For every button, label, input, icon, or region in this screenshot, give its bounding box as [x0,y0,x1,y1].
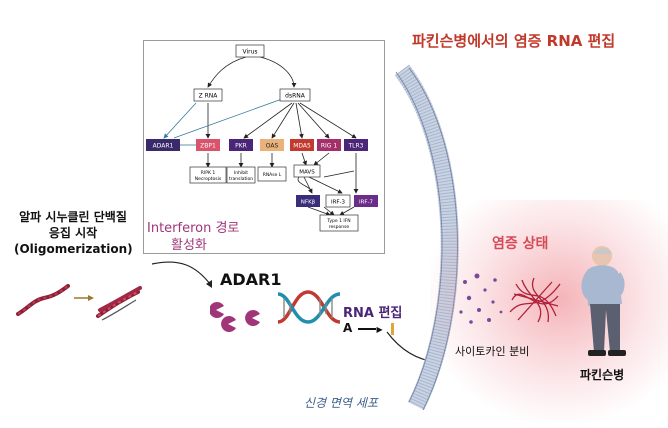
node-inhibit: Inhibit translation [226,166,256,184]
svg-text:translation: translation [229,176,253,182]
svg-text:MDA5: MDA5 [293,143,311,150]
node-virus: Virus [235,44,265,58]
adar1-label: ADAR1 [220,270,282,289]
node-adar1: ADAR1 [146,139,180,151]
inflammation-glow [430,200,668,420]
inflammation-state-label: 염증 상태 [492,236,549,252]
svg-text:Virus: Virus [242,49,257,56]
cytokine-dots [459,273,503,324]
adar1-enzymes [210,302,260,332]
svg-text:RIG 1: RIG 1 [321,143,337,150]
node-mavs: MAVS [293,164,321,178]
svg-text:Inhibit: Inhibit [234,170,248,176]
node-irf7: IRF-7 [354,195,378,207]
parkinson-disease-label: 파킨슨병 [580,368,625,382]
svg-text:PKR: PKR [235,143,247,150]
node-oas: OAS [260,139,284,151]
adenosine-label: A [343,321,353,335]
olig-line-3: (Oligomerization) [14,242,133,256]
svg-text:ADAR1: ADAR1 [153,143,174,150]
oligomerization-label: 알파 시누클린 단백질 응집 시작 (Oligomerization) [14,209,133,257]
rna-helix-icon [277,290,341,324]
parkinson-patient-figure [581,246,626,356]
svg-text:OAS: OAS [266,143,279,150]
enzyme-2 [221,316,236,332]
svg-text:IRF-7: IRF-7 [359,200,374,206]
node-tlr3: TLR3 [344,139,368,151]
neuro-immune-cell-label: 신경 면역 세포 [304,396,378,410]
interferon-pathway-panel: Virus Z RNA dsRNA ADAR1 ZBP1 PKR OAS MD [143,40,385,254]
node-rig1: RIG 1 [317,139,341,151]
interferon-activation-label: Interferon 경로 활성화 [147,220,239,254]
svg-text:RIPK 1: RIPK 1 [201,170,216,176]
node-mda5: MDA5 [290,139,314,151]
svg-text:response: response [329,224,350,230]
figure-title: 파킨슨병에서의 염증 RNA 편집 [412,32,616,50]
svg-text:IRF-3: IRF-3 [331,200,346,206]
svg-text:Type 1 IFN: Type 1 IFN [326,218,350,224]
svg-text:NFKβ: NFKβ [301,200,316,206]
interferon-line-2: 활성화 [171,238,207,253]
svg-text:Necroptosis: Necroptosis [195,176,222,182]
node-nfkb: NFKβ [296,195,320,207]
node-dsrna: dsRNA [279,88,311,102]
protein-aggregate-icon [509,277,561,323]
svg-text:dsRNA: dsRNA [285,93,306,100]
olig-line-2: 응집 시작 [48,226,98,240]
svg-text:ZBP1: ZBP1 [200,143,216,150]
oligomer-protein [96,286,142,321]
node-rnase: RNAse L [257,166,287,182]
svg-text:Z RNA: Z RNA [199,93,219,100]
svg-text:TLR3: TLR3 [348,143,364,150]
node-zbp1: ZBP1 [196,139,220,151]
svg-text:RNAse L: RNAse L [263,172,282,178]
neuro-immune-cell-membrane [394,64,459,410]
node-zrna: Z RNA [193,88,223,102]
node-ripk1: RIPK 1 Necroptosis [189,166,227,184]
olig-line-1: 알파 시누클린 단백질 [19,210,127,224]
svg-text:MAVS: MAVS [299,170,315,176]
interferon-line-1: Interferon 경로 [147,221,240,236]
node-pkr: PKR [229,139,253,151]
inosine-mark [390,322,394,335]
pathway-diagram: Virus Z RNA dsRNA ADAR1 ZBP1 PKR OAS MD [146,44,378,232]
rna-editing-label: RNA 편집 [343,306,403,321]
arrow-to-adar1 [151,261,212,288]
cytokine-secretion-label: 사이토카인 분비 [455,345,530,358]
enzyme-1 [210,302,224,318]
synuclein-illustration [16,284,142,321]
node-ifn-response: Type 1 IFN response [319,214,359,232]
enzyme-3 [245,310,260,326]
node-irf3: IRF-3 [325,194,351,208]
a-to-i-conversion: A ▶ [343,321,394,335]
